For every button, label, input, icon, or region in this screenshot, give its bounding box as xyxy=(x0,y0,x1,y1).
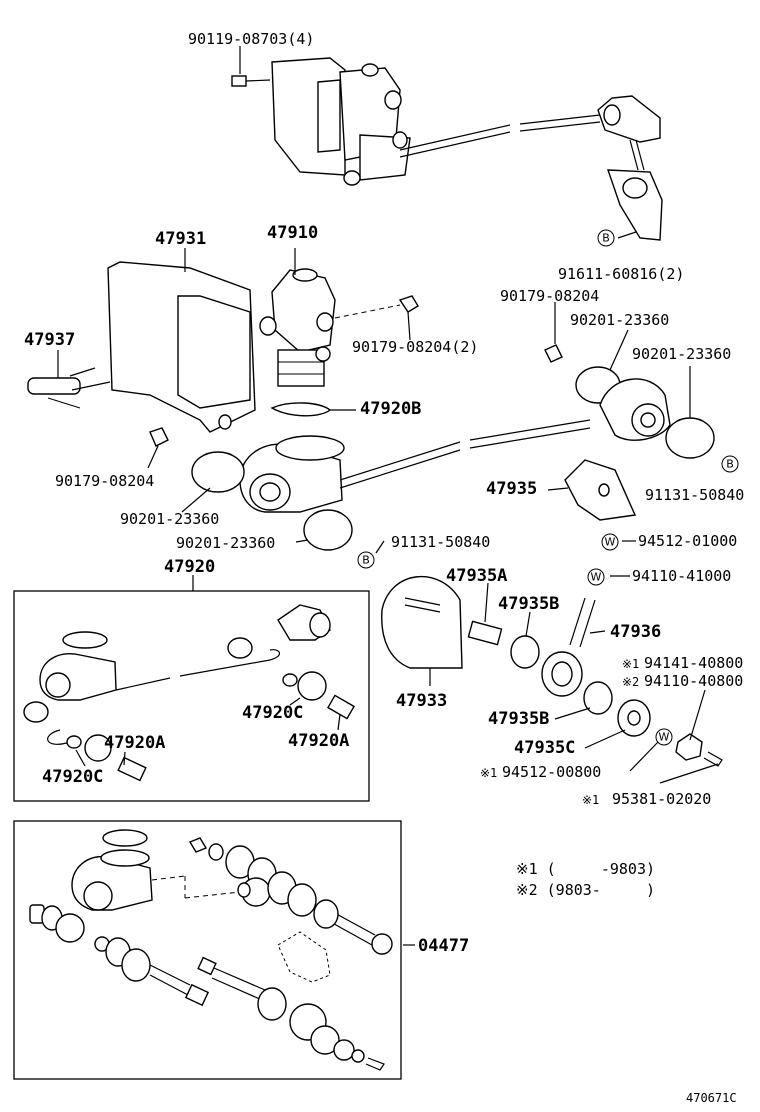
nut-90179-b xyxy=(398,295,419,313)
note-1: ※1 ( -9803) xyxy=(516,860,655,878)
marker-w-1-text: W xyxy=(605,536,616,549)
label-91611: 91611-60816(2) xyxy=(558,265,684,283)
mark-4: ※1 xyxy=(582,793,599,807)
label-47936: 47936 xyxy=(610,622,661,642)
leader-lines xyxy=(57,46,719,946)
label-04477: 04477 xyxy=(418,936,469,956)
note-2: ※2 (9803- ) xyxy=(516,881,655,899)
label-47935B-2: 47935B xyxy=(488,709,549,729)
bracket-47931 xyxy=(107,261,256,433)
gasket-c xyxy=(191,451,245,493)
label-47935A: 47935A xyxy=(446,566,507,586)
bolt-47937 xyxy=(27,367,111,409)
kit-box-04477 xyxy=(13,820,402,1080)
right-fitting xyxy=(575,366,715,459)
cotter-pin xyxy=(703,751,723,767)
marker-b-2 xyxy=(721,455,739,473)
label-47920C-2: 47920C xyxy=(42,767,103,787)
label-47935C: 47935C xyxy=(514,738,575,758)
label-90119: 90119-08703(4) xyxy=(188,30,314,48)
bushing-47935B-1 xyxy=(510,635,540,669)
label-91131-a: 91131-50840 xyxy=(645,486,744,504)
label-90179-c: 90179-08204 xyxy=(55,472,154,490)
label-47935B-1: 47935B xyxy=(498,594,559,614)
top-valve-assembly xyxy=(231,57,663,241)
label-47920B: 47920B xyxy=(360,399,421,419)
label-91131-b: 91131-50840 xyxy=(391,533,490,551)
label-94512-b: 94512-00800 xyxy=(502,763,601,781)
marker-w-1 xyxy=(601,533,619,551)
label-47920A-1: 47920A xyxy=(104,733,165,753)
diagram-code: 470671C xyxy=(686,1091,737,1105)
mark-3: ※1 xyxy=(480,766,497,780)
label-47920A-2: 47920A xyxy=(288,731,349,751)
label-90179-a: 90179-08204 xyxy=(500,287,599,305)
label-47935: 47935 xyxy=(486,479,537,499)
label-47933: 47933 xyxy=(396,691,447,711)
bushing-47935B-2 xyxy=(583,681,613,715)
label-90201-d: 90201-23360 xyxy=(176,534,275,552)
label-94512-a: 94512-01000 xyxy=(638,532,737,550)
part-labels: 90119-08703(4) 47931 47910 91611-60816(2… xyxy=(24,30,744,1105)
marker-b-3-text: B xyxy=(362,554,370,567)
housing-center xyxy=(239,435,345,513)
label-47910: 47910 xyxy=(267,223,318,243)
marker-w-3 xyxy=(655,728,673,746)
label-47920C-1: 47920C xyxy=(242,703,303,723)
label-90201-b: 90201-23360 xyxy=(632,345,731,363)
marker-w-2-text: W xyxy=(591,571,602,584)
oring-47920B xyxy=(270,402,332,417)
label-94110-a: 94110-41000 xyxy=(632,567,731,585)
label-95381: 95381-02020 xyxy=(612,790,711,808)
marker-b-1 xyxy=(597,229,615,247)
marker-b-2-text: B xyxy=(726,458,734,471)
bolt-47936 xyxy=(541,597,596,697)
marker-w-2 xyxy=(587,568,605,586)
gasket-d xyxy=(303,509,353,551)
label-90201-a: 90201-23360 xyxy=(570,311,669,329)
nut-90179-c xyxy=(149,427,169,447)
kit-box-47920 xyxy=(13,590,370,802)
mark-1: ※1 xyxy=(622,657,639,671)
marker-b-3 xyxy=(357,551,375,569)
label-94141: 94141-40800 xyxy=(644,654,743,672)
label-47931: 47931 xyxy=(155,229,206,249)
label-47920: 47920 xyxy=(164,557,215,577)
circle-markers: B B B W W W xyxy=(357,229,739,746)
mark-2: ※2 xyxy=(622,675,639,689)
label-47937: 47937 xyxy=(24,330,75,350)
valve-47910 xyxy=(259,268,336,387)
kit-04477-parts xyxy=(29,829,393,1071)
marker-b-1-text: B xyxy=(602,232,610,245)
label-94110-b: 94110-40800 xyxy=(644,672,743,690)
nut-94141 xyxy=(675,733,703,761)
kit-47920-parts xyxy=(23,604,355,782)
collar-47935A xyxy=(467,620,503,646)
nut-90179-a xyxy=(544,344,563,363)
label-90179-b: 90179-08204(2) xyxy=(352,338,478,356)
marker-w-3-text: W xyxy=(659,731,670,744)
bracket-47933 xyxy=(381,576,463,669)
label-90201-c: 90201-23360 xyxy=(120,510,219,528)
